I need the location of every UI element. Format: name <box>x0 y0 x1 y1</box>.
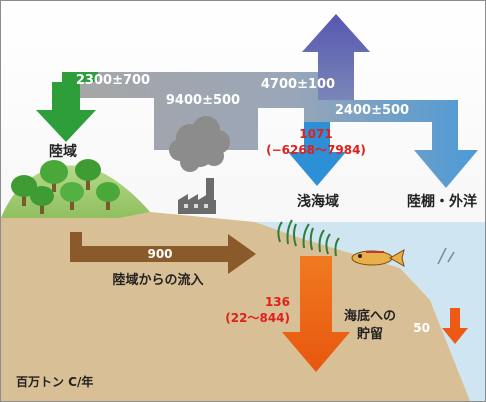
tree-icon <box>75 159 101 190</box>
sea-water <box>255 222 485 401</box>
deep-storage-arrow <box>442 308 468 344</box>
land-emission-value: 2300±700 <box>76 73 150 88</box>
deep-storage-value: 50 <box>413 321 430 335</box>
tree-icon <box>40 160 68 192</box>
factory-icon <box>178 178 216 214</box>
river-inflow-arrow <box>70 232 256 274</box>
shelf-export-value: 2400±500 <box>335 103 409 118</box>
shallow-sea-arrow <box>288 122 346 186</box>
seafloor-storage-value: 136 <box>265 295 290 309</box>
seafloor-storage-range: (22〜844) <box>225 311 290 325</box>
atmosphere-net-value: 4700±100 <box>261 77 335 92</box>
seafloor-storage-label-1: 海底への <box>344 308 396 324</box>
tree-icon <box>60 182 84 210</box>
industry-flow-band <box>62 72 478 188</box>
units-label: 百万トン C/年 <box>16 374 93 389</box>
river-inflow-label: 陸域からの流入 <box>112 272 203 288</box>
industry-emission-value: 9400±500 <box>166 93 240 108</box>
seafloor-storage-arrow <box>282 256 350 372</box>
smoke-cloud-icon <box>169 116 230 172</box>
tree-icon <box>30 186 54 214</box>
river-inflow-value: 900 <box>147 247 172 261</box>
land-label: 陸域 <box>49 143 77 160</box>
tree-icon <box>11 175 37 206</box>
fish-icon <box>351 248 405 268</box>
shelf-ocean-label: 陸棚・外洋 <box>407 193 477 210</box>
seafloor-storage-label-2: 貯留 <box>357 326 383 342</box>
tree-group <box>11 159 120 214</box>
atmosphere-up-arrow <box>302 14 370 100</box>
tree-icon <box>96 182 120 210</box>
shallow-sea-label: 浅海域 <box>297 193 339 210</box>
seagrass-icon <box>277 219 340 257</box>
land-down-arrow <box>36 72 98 142</box>
shallow-uptake-value: 1071 <box>299 127 332 141</box>
sinking-particle-icon <box>437 247 455 265</box>
shallow-uptake-range: (−6268〜7984) <box>266 143 366 157</box>
